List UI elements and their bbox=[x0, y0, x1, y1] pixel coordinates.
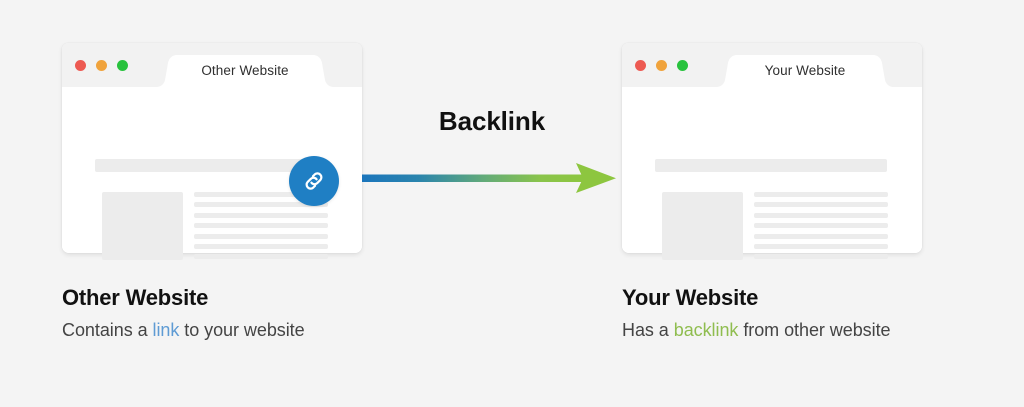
tab-shape-icon bbox=[150, 55, 340, 87]
skeleton-line bbox=[194, 192, 328, 197]
tab-label: Your Website bbox=[764, 63, 846, 78]
traffic-lights bbox=[635, 60, 688, 71]
caption-highlight-backlink[interactable]: backlink bbox=[673, 320, 739, 341]
skeleton-line bbox=[754, 192, 888, 197]
browser-window-your-website: Your Website bbox=[622, 43, 922, 260]
skeleton-line bbox=[194, 212, 328, 218]
skeleton-heading-bar bbox=[655, 159, 887, 172]
minimize-dot[interactable] bbox=[96, 60, 107, 71]
caption-highlight-link[interactable]: link bbox=[152, 320, 180, 341]
browser-viewport bbox=[622, 87, 922, 260]
browser-chrome: Other Website bbox=[62, 43, 362, 260]
caption-title: Other Website bbox=[62, 285, 209, 310]
skeleton-text-lines bbox=[754, 192, 888, 265]
browser-window-other-website: Other Website bbox=[62, 43, 362, 260]
caption-text: Contains a link to your website bbox=[62, 320, 482, 342]
skeleton-heading-bar bbox=[95, 159, 327, 172]
skeleton-thumbnail bbox=[662, 192, 743, 260]
browser-tab-your-website[interactable]: Your Website bbox=[710, 55, 900, 87]
caption-text-after: to your website bbox=[179, 320, 305, 341]
link-chain-icon bbox=[305, 172, 323, 190]
maximize-dot[interactable] bbox=[677, 60, 688, 71]
skeleton-line bbox=[754, 243, 888, 249]
caption-other-website: Other Website Contains a link to your we… bbox=[62, 286, 482, 342]
skeleton-line bbox=[754, 254, 888, 260]
tab-label: Other Website bbox=[201, 63, 289, 78]
backlink-label: Backlink bbox=[438, 106, 546, 136]
caption-title: Your Website bbox=[622, 285, 759, 310]
caption-text: Has a backlink from other website bbox=[622, 320, 1024, 342]
browser-tab-other-website[interactable]: Other Website bbox=[150, 55, 340, 87]
arrow-icon bbox=[362, 163, 616, 193]
skeleton-text-lines bbox=[194, 192, 328, 265]
skeleton-line bbox=[194, 254, 328, 260]
skeleton-line bbox=[194, 223, 328, 229]
caption-text-after: from other website bbox=[738, 320, 891, 341]
link-badge[interactable] bbox=[289, 156, 339, 206]
backlink-arrow bbox=[362, 160, 622, 196]
skeleton-line bbox=[754, 202, 888, 208]
tab-shape-icon bbox=[710, 55, 900, 87]
caption-text-before: Contains a bbox=[62, 320, 153, 341]
caption-text-before: Has a bbox=[622, 320, 674, 341]
skeleton-line bbox=[194, 243, 328, 249]
skeleton-line bbox=[754, 233, 888, 239]
close-dot[interactable] bbox=[635, 60, 646, 71]
close-dot[interactable] bbox=[75, 60, 86, 71]
skeleton-line bbox=[754, 212, 888, 218]
skeleton-line bbox=[194, 233, 328, 239]
browser-chrome: Your Website bbox=[622, 43, 922, 260]
skeleton-thumbnail bbox=[102, 192, 183, 260]
caption-your-website: Your Website Has a backlink from other w… bbox=[622, 286, 1024, 342]
minimize-dot[interactable] bbox=[656, 60, 667, 71]
browser-titlebar: Your Website bbox=[622, 43, 922, 87]
maximize-dot[interactable] bbox=[117, 60, 128, 71]
browser-titlebar: Other Website bbox=[62, 43, 362, 87]
traffic-lights bbox=[75, 60, 128, 71]
skeleton-line bbox=[754, 223, 888, 229]
skeleton-line bbox=[194, 202, 328, 208]
